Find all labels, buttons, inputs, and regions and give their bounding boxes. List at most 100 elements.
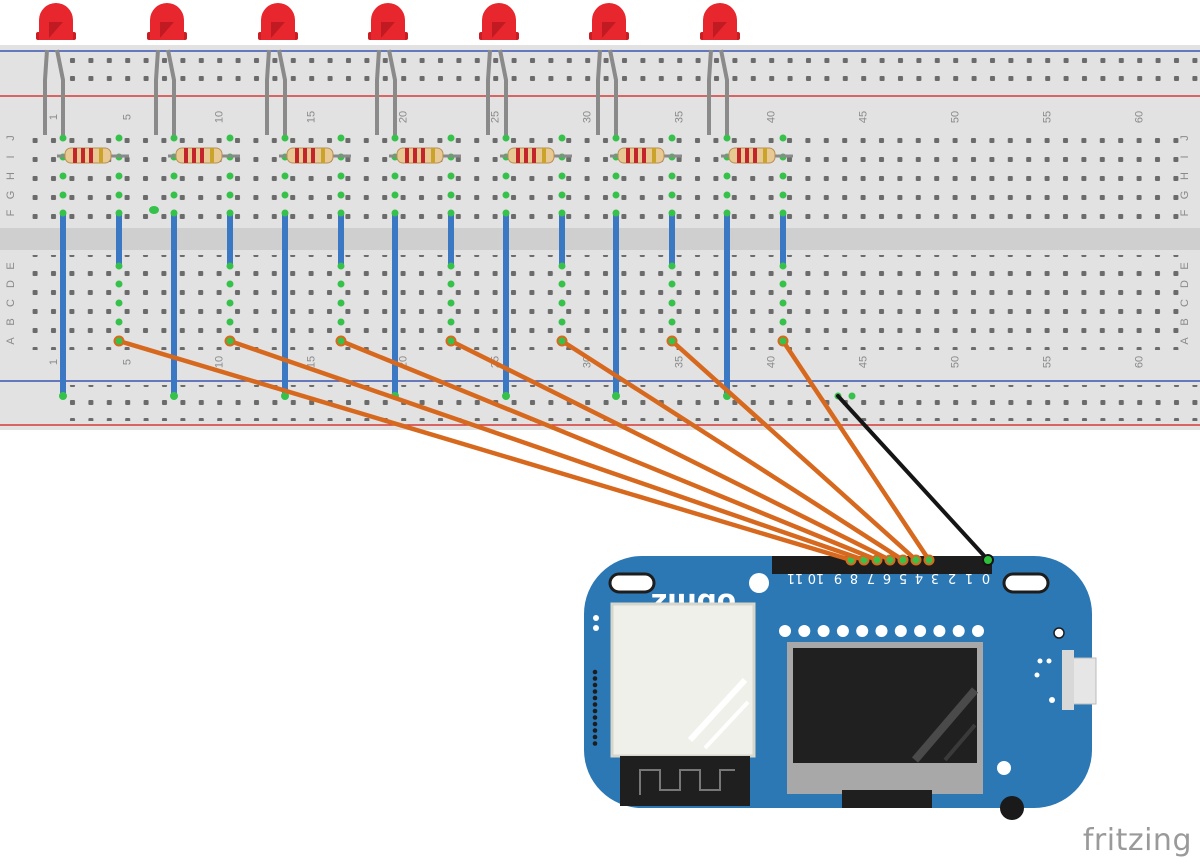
- resistor: [175, 147, 223, 164]
- led-leg: [498, 49, 508, 135]
- column-number: 10: [214, 111, 226, 123]
- column-number: 60: [1134, 111, 1146, 123]
- edge-pin: [592, 721, 598, 727]
- connection-dot: [558, 209, 566, 217]
- wire-end: [612, 392, 620, 400]
- connection-dot: [668, 172, 676, 180]
- connection-dot: [337, 262, 345, 270]
- column-number: 25: [490, 111, 502, 123]
- antenna-trace: [639, 769, 735, 795]
- resistor-band: [634, 148, 638, 163]
- connection-dot: [59, 209, 67, 217]
- edge-pin: [592, 728, 598, 733]
- wire-end: [445, 335, 457, 347]
- leds: [36, 3, 740, 41]
- wire-end: [170, 392, 178, 400]
- reset-button: [1053, 627, 1065, 639]
- edge-pin: [592, 702, 598, 707]
- antenna: [620, 756, 750, 806]
- fritzing-watermark: fritzing: [1082, 823, 1192, 858]
- connection-dot: [502, 134, 510, 142]
- led-leg: [277, 49, 287, 135]
- red-led: [261, 3, 295, 40]
- pin-label: 7: [867, 570, 875, 585]
- connection-dot: [447, 134, 455, 142]
- connection-dot: [115, 172, 123, 180]
- pin-label: 4: [915, 570, 923, 585]
- edge-pin: [592, 741, 598, 746]
- connection-dot: [558, 134, 566, 142]
- connection-dot: [337, 172, 345, 180]
- resistor: [728, 147, 776, 164]
- led-leg: [387, 49, 397, 135]
- wire-end: [59, 392, 67, 400]
- connection-dot: [115, 191, 123, 199]
- blue-jumper-wires: [59, 210, 786, 400]
- orange-wire: [559, 338, 906, 563]
- connection-dot: [226, 318, 234, 326]
- connection-dot: [170, 209, 178, 217]
- connection-dot: [226, 299, 234, 307]
- led-leg: [486, 49, 492, 135]
- edge-pin: [592, 669, 598, 675]
- pin-label: 0: [982, 570, 990, 585]
- stray-dot: [149, 206, 159, 214]
- column-number: 40: [766, 356, 778, 368]
- column-number: 50: [950, 356, 962, 368]
- terminal-strip-bottom: [20, 255, 1190, 350]
- led-die: [492, 22, 506, 38]
- resistor-band: [413, 148, 417, 163]
- connection-dot: [779, 172, 787, 180]
- row-letter: J: [5, 135, 17, 141]
- connection-dot: [226, 191, 234, 199]
- connection-dot: [115, 134, 123, 142]
- connection-dot: [723, 191, 731, 199]
- row-letter: F: [1179, 209, 1191, 216]
- connection-dot: [226, 280, 234, 288]
- row-letter: A: [5, 337, 17, 345]
- connection-dot: [115, 262, 123, 270]
- resistor-band: [99, 148, 103, 163]
- resistor-band: [542, 148, 546, 163]
- connection-dot: [391, 134, 399, 142]
- led-die: [49, 22, 63, 38]
- pin-label: 6: [883, 570, 891, 585]
- resistor: [396, 147, 444, 164]
- connection-dot: [391, 191, 399, 199]
- row-letter: G: [5, 191, 17, 200]
- pin-label: 3: [931, 570, 939, 585]
- resistor-band: [81, 148, 85, 163]
- connection-dot: [848, 392, 856, 400]
- pin-label: 2: [948, 570, 956, 585]
- wire-end: [502, 392, 510, 400]
- column-number: 1: [48, 114, 60, 120]
- led-die: [271, 22, 285, 38]
- resistor: [286, 147, 334, 164]
- resistor-band: [642, 148, 646, 163]
- resistor-band: [431, 148, 435, 163]
- connection-dot: [337, 318, 345, 326]
- connection-dot: [391, 172, 399, 180]
- connection-dot: [668, 262, 676, 270]
- connection-dot: [723, 134, 731, 142]
- orange-wire: [669, 338, 919, 563]
- led-leg: [43, 49, 49, 135]
- edge-pin: [592, 682, 598, 688]
- column-number: 30: [582, 111, 594, 123]
- connection-dot: [115, 299, 123, 307]
- connection-dot: [447, 299, 455, 307]
- row-letter: A: [1179, 337, 1191, 345]
- connection-dot: [115, 209, 123, 217]
- resistor-band: [295, 148, 299, 163]
- obniz-logo-mark: [749, 573, 769, 593]
- red-led: [482, 3, 516, 40]
- connection-dot: [779, 191, 787, 199]
- column-number: 45: [858, 356, 870, 368]
- pin-label: 8: [850, 570, 858, 585]
- connection-dot: [447, 209, 455, 217]
- connection-dot: [391, 209, 399, 217]
- resistor-band: [89, 148, 93, 163]
- resistor-band: [524, 148, 528, 163]
- connection-dot: [558, 191, 566, 199]
